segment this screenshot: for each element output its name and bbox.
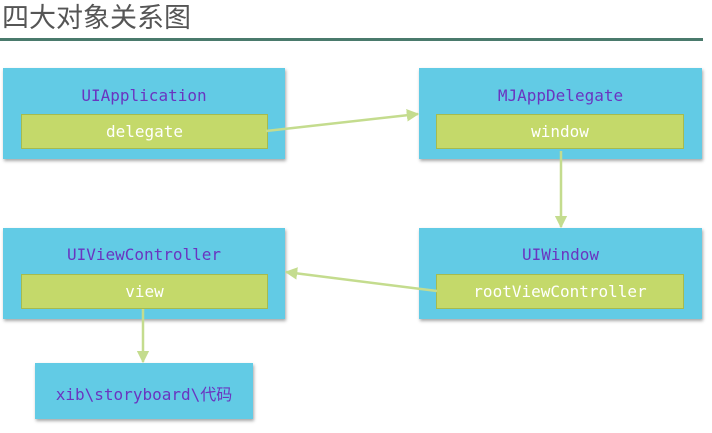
uiwindow-title: UIWindow [521, 245, 600, 264]
uiapplication-box: UIApplication delegate [3, 68, 285, 159]
uiapplication-title: UIApplication [81, 86, 207, 105]
delegate-field: delegate [21, 114, 268, 149]
title-divider [0, 38, 703, 41]
uiviewcontroller-title: UIViewController [66, 245, 222, 264]
view-field: view [21, 274, 268, 309]
mjappdelegate-title: MJAppDelegate [497, 86, 624, 105]
window-field: window [436, 114, 684, 149]
arrow-rootvc-to-viewcontroller [284, 267, 438, 293]
arrow-delegate-to-appdelegate [265, 109, 420, 133]
source-label: xib\storyboard\代码 [55, 385, 233, 404]
page-title: 四大对象关系图 [2, 3, 191, 34]
uiwindow-box: UIWindow rootViewController [419, 228, 702, 319]
mjappdelegate-box: MJAppDelegate window [419, 68, 702, 159]
source-box: xib\storyboard\代码 [35, 363, 253, 419]
uiviewcontroller-box: UIViewController view [3, 228, 285, 319]
rootviewcontroller-field: rootViewController [436, 274, 684, 309]
